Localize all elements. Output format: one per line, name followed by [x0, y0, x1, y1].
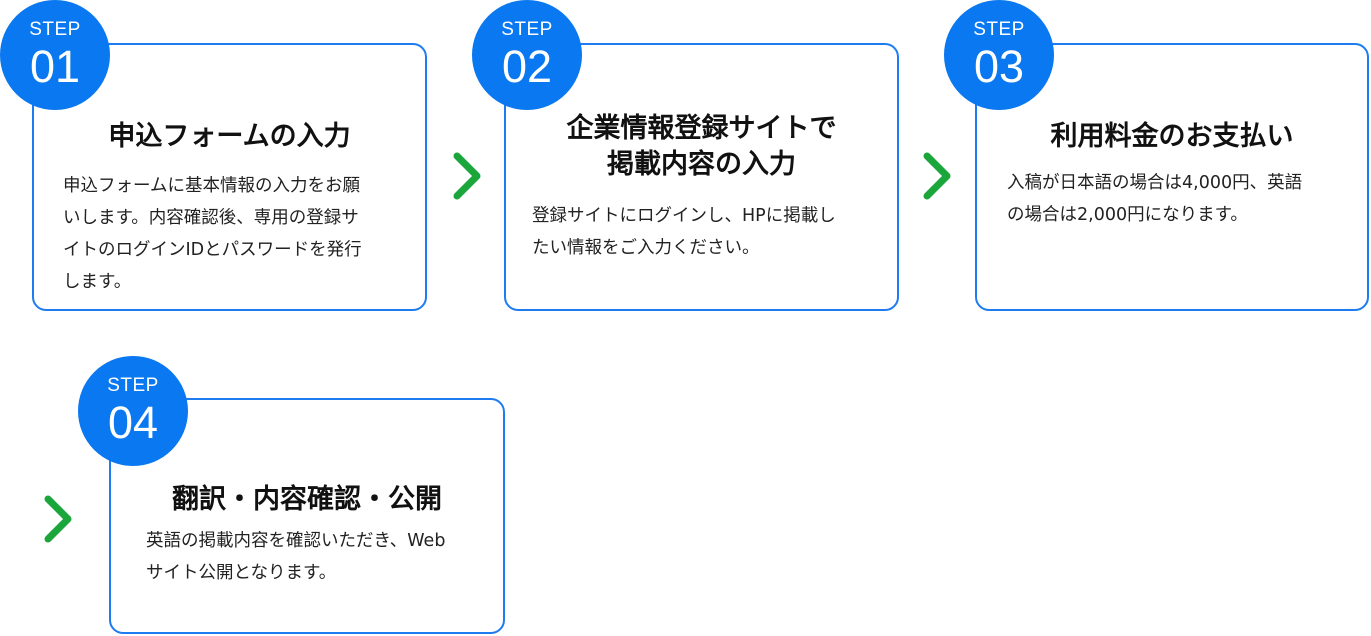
step-label: STEP — [973, 19, 1025, 40]
chevron-right-icon — [44, 495, 72, 543]
chevron-right-icon — [453, 152, 481, 200]
step-label: STEP — [29, 19, 81, 40]
step-title: 企業情報登録サイトで 掲載内容の入力 — [566, 113, 837, 180]
step-title: 利用料金のお支払い — [1050, 121, 1294, 152]
step-label: STEP — [501, 19, 553, 40]
step-title: 翻訳・内容確認・公開 — [172, 484, 442, 515]
step-title: 申込フォームの入力 — [108, 121, 351, 152]
step-badge-02: STEP 02 — [472, 0, 582, 110]
step-badge-04: STEP 04 — [78, 356, 188, 466]
step-number: 04 — [107, 397, 159, 448]
step-description: 登録サイトにログインし、HPに掲載し たい情報をご入力ください。 — [532, 206, 836, 258]
step-badge-01: STEP 01 — [0, 0, 110, 110]
step-description: 入稿が日本語の場合は4,000円、英語 の場合は2,000円になります。 — [1007, 173, 1303, 225]
step-description: 英語の掲載内容を確認いただき、Web サイト公開となります。 — [146, 531, 446, 583]
step-label: STEP — [107, 375, 159, 396]
step-number: 01 — [29, 41, 81, 92]
step-card-01: 申込フォームの入力 申込フォームに基本情報の入力をお願 いします。内容確認後、専… — [32, 43, 427, 311]
step-number: 03 — [973, 41, 1025, 92]
step-description: 申込フォームに基本情報の入力をお願 いします。内容確認後、専用の登録サ イトのロ… — [63, 176, 362, 292]
step-number: 02 — [501, 41, 553, 92]
step-card-03: 利用料金のお支払い 入稿が日本語の場合は4,000円、英語 の場合は2,000円… — [975, 43, 1369, 311]
step-badge-03: STEP 03 — [944, 0, 1054, 110]
chevron-right-icon — [923, 152, 951, 200]
step-card-02: 企業情報登録サイトで 掲載内容の入力 登録サイトにログインし、HPに掲載し たい… — [504, 43, 899, 311]
step-card-04: 翻訳・内容確認・公開 英語の掲載内容を確認いただき、Web サイト公開となります… — [109, 398, 505, 634]
